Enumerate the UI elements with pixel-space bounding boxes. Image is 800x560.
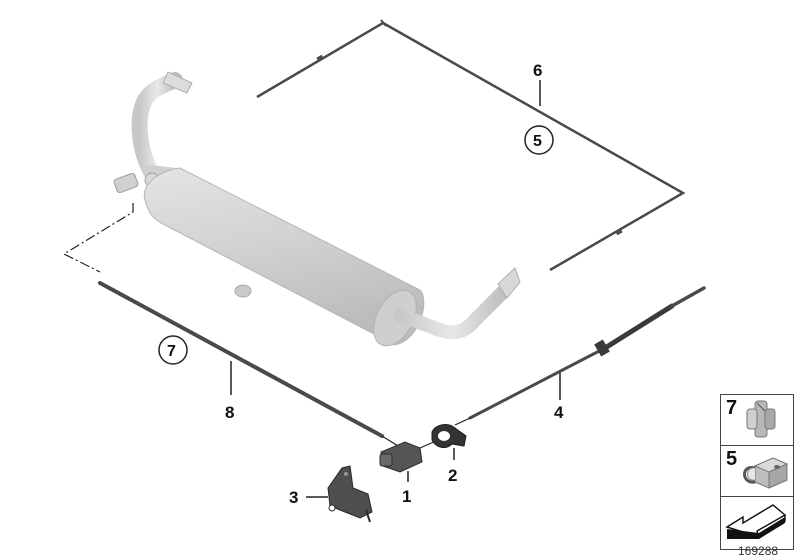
callout-4[interactable]: 4 (554, 373, 564, 422)
svg-text:2: 2 (448, 466, 457, 485)
callout-6[interactable]: 6 (533, 61, 542, 106)
callout-5-circled[interactable]: 5 (524, 125, 554, 155)
svg-text:8: 8 (225, 403, 234, 422)
callout-8[interactable]: 8 (225, 361, 234, 422)
svg-text:5: 5 (533, 133, 542, 150)
cable-line-upper[interactable] (256, 19, 686, 272)
leader-line-sensor (62, 203, 134, 273)
cable-clip-icon (743, 457, 789, 489)
callout-7-circled[interactable]: 7 (158, 335, 188, 365)
direction-arrow-icon (725, 504, 787, 539)
svg-text:7: 7 (167, 343, 176, 360)
legend-panel: 7 5 (720, 394, 794, 550)
cable-line-right[interactable] (454, 286, 706, 426)
svg-text:1: 1 (402, 487, 411, 506)
legend-item-5[interactable]: 5 (721, 446, 793, 497)
svg-text:3: 3 (289, 488, 298, 507)
legend-number: 5 (726, 448, 738, 470)
bracket[interactable]: 3 (289, 465, 373, 523)
cable-holder-icon (746, 400, 776, 438)
svg-text:6: 6 (533, 61, 542, 80)
rear-silencer[interactable] (113, 71, 521, 353)
legend-item-7[interactable]: 7 (721, 395, 793, 446)
legend-number: 7 (726, 397, 738, 419)
sensor-connector[interactable]: 1 (379, 439, 439, 506)
svg-text:4: 4 (554, 403, 564, 422)
legend-item-direction[interactable] (721, 497, 793, 549)
cable-line-left[interactable] (98, 281, 399, 447)
clip-holder[interactable]: 2 (431, 424, 467, 485)
diagram-number: 169288 (738, 544, 779, 558)
